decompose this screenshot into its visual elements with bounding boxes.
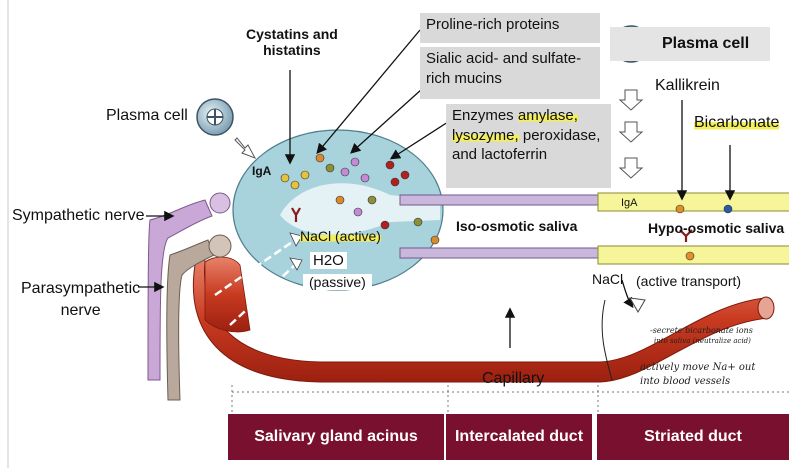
sialic-line2: rich mucins xyxy=(426,69,502,87)
intercalated-duct-bottom xyxy=(399,247,606,259)
h2o-label: H2O xyxy=(310,252,347,270)
iso-osmotic-label: Iso-osmotic saliva xyxy=(456,218,578,234)
capillary-end xyxy=(757,296,775,320)
striated-tab-label: Striated duct xyxy=(644,428,742,445)
plasma-cell-left-label: Plasma cell xyxy=(106,107,188,124)
handwritten-line3: actively move Na+ out xyxy=(640,362,756,373)
enzymes-label: Enzymes xyxy=(452,107,514,124)
proline-label: Proline-rich proteins xyxy=(426,16,560,33)
handwritten-line4: into blood vessels xyxy=(640,376,731,387)
iga-antibody-icon xyxy=(291,207,693,242)
plasma-cell-right-label: Plasma cell xyxy=(662,35,750,52)
iga-duct-label: IgA xyxy=(621,197,638,209)
sialic-line1: Sialic acid- and sulfate- xyxy=(426,50,582,67)
iga-acinus-label: IgA xyxy=(252,164,272,178)
nacl-transport-label: NaCl xyxy=(592,271,624,287)
proline-box: Proline-rich proteins xyxy=(420,13,600,43)
active-transport-label: (active transport) xyxy=(636,273,742,289)
sympathetic-label: Sympathetic nerve xyxy=(12,207,145,224)
lysozyme-label: lysozyme, xyxy=(452,126,519,144)
sialic-box: Sialic acid- and sulfate- rich mucins xyxy=(420,47,600,99)
parasympathetic-terminal xyxy=(208,234,232,258)
cystatins-label: Cystatins and histatins xyxy=(246,26,338,59)
lactoferrin-label: and lactoferrin xyxy=(452,146,548,163)
capillary-tube xyxy=(192,257,769,383)
parasympathetic-nerve-shape xyxy=(166,239,215,401)
striated-duct-top xyxy=(597,192,789,212)
acinus-tab: Salivary gland acinus xyxy=(228,414,444,460)
enzymes-box: Enzymes amylase, lysozyme, peroxidase, a… xyxy=(446,104,611,188)
section-dividers xyxy=(231,385,789,414)
handwritten-line1: -secrete bicarbonate ions xyxy=(650,326,753,335)
peroxidase-label: peroxidase, xyxy=(522,126,601,144)
passive-label: (passive) xyxy=(303,274,372,291)
plasma-cell-left-icon xyxy=(196,98,234,136)
leader-lines xyxy=(138,29,736,348)
secretion-dots xyxy=(280,153,733,261)
handwritten-line2: into saliva (neutralize acid) xyxy=(654,337,751,345)
handwritten-bracket xyxy=(601,299,613,381)
secretion-arrows xyxy=(214,238,296,326)
capillary-label: Capillary xyxy=(482,370,545,387)
hypo-osmotic-label: Hypo-osmotic saliva xyxy=(648,220,785,236)
intercalated-duct-top xyxy=(399,194,606,206)
nacl-transport-arrow xyxy=(621,279,634,309)
parasympathetic-label: Parasympathetic nerve xyxy=(21,280,141,320)
hollow-arrow-left-cell xyxy=(234,137,257,159)
sympathetic-nerve-shape xyxy=(147,199,213,381)
acinus-tab-label: Salivary gland acinus xyxy=(254,428,418,445)
sympathetic-terminal xyxy=(209,192,231,214)
nacl-active-label: NaCl (active) xyxy=(300,228,381,245)
bicarbonate-label: Bicarbonate xyxy=(694,114,780,133)
plasma-cell-right-box xyxy=(610,27,770,61)
amylase-label: amylase, xyxy=(517,107,578,124)
hollow-down-arrows xyxy=(618,89,644,179)
intercalated-tab-label: Intercalated duct xyxy=(454,428,584,445)
striated-tab: Striated duct xyxy=(597,414,789,460)
capillary-inflow xyxy=(204,256,251,333)
kallikrein-label: Kallikrein xyxy=(655,77,720,94)
intercalated-tab: Intercalated duct xyxy=(446,414,592,460)
